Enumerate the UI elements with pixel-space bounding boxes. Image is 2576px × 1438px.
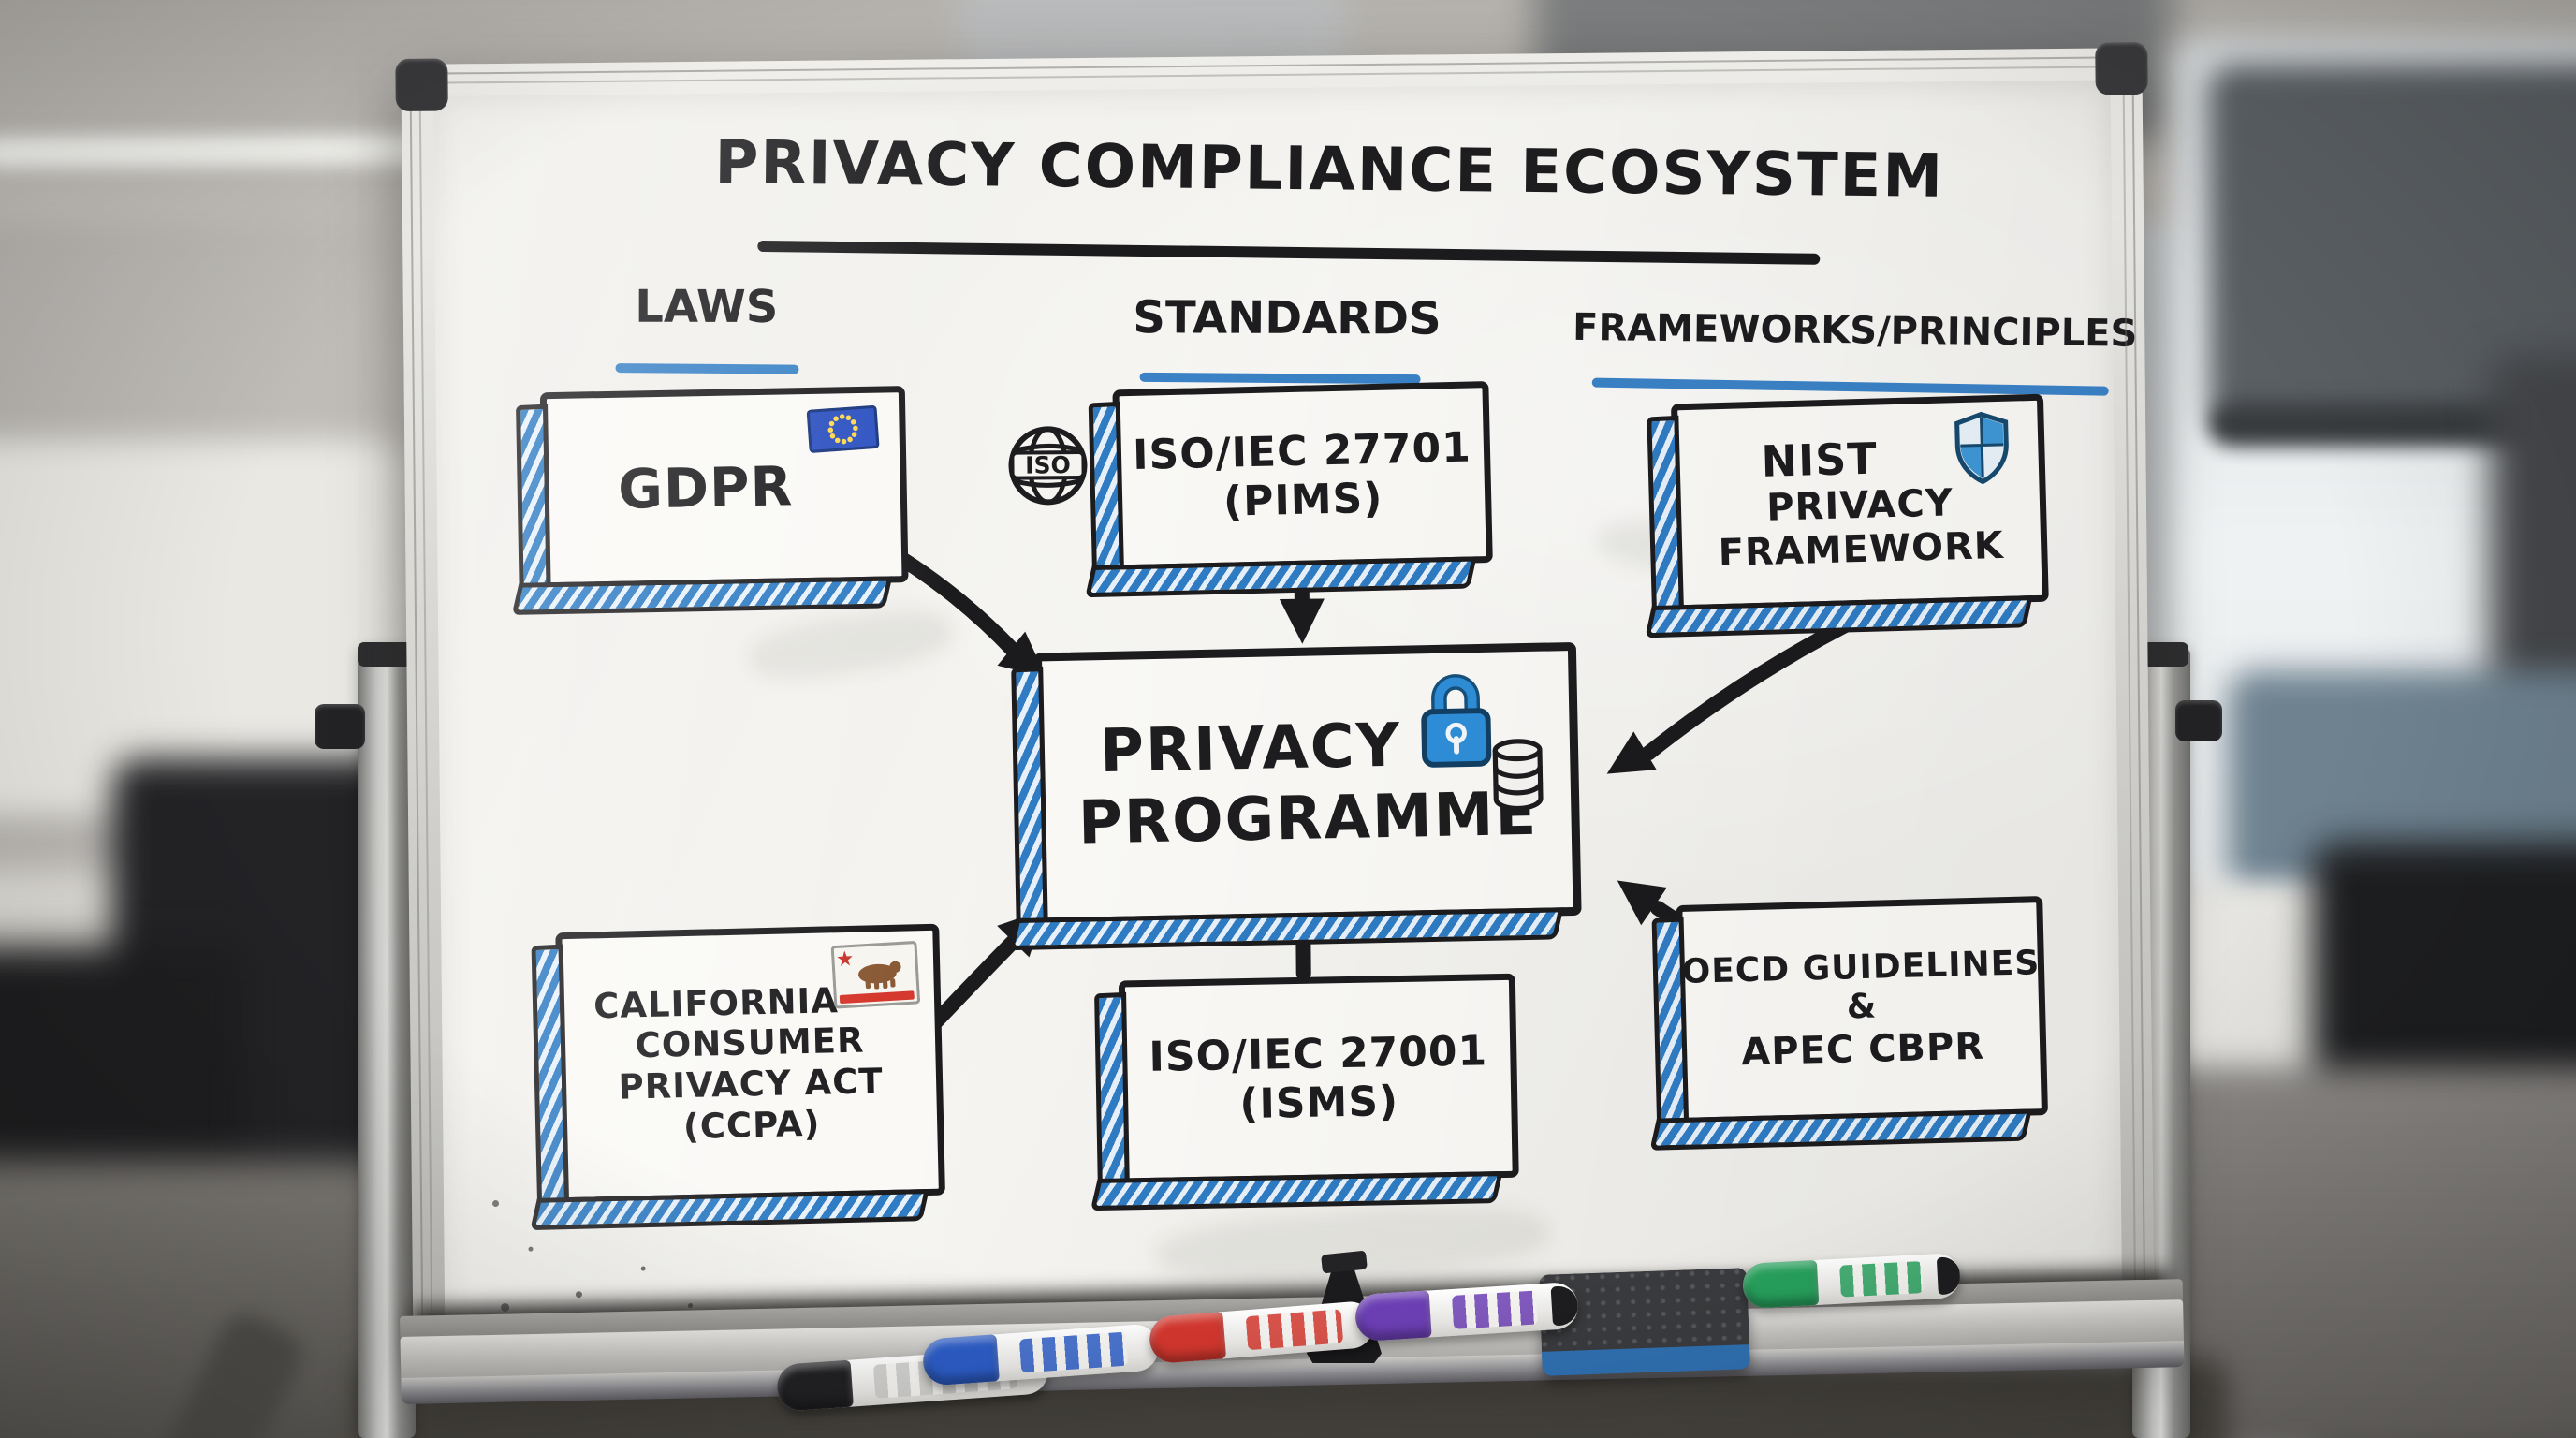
column-header-laws: LAWS <box>635 280 779 333</box>
hinge-knob-right <box>2175 700 2222 741</box>
board-sheen <box>432 80 2123 1339</box>
title-underline <box>757 240 1821 265</box>
arrow-gdpr-to-centre <box>891 549 1046 678</box>
oecd-label: OECD GUIDELINES <box>1681 944 2041 991</box>
arrow-iso27001-to-centre <box>1281 890 1326 981</box>
diagram-title: PRIVACY COMPLIANCE ECOSYSTEM <box>714 127 1945 212</box>
whiteboard-surface: PRIVACY COMPLIANCE ECOSYSTEM LAWS STANDA… <box>432 80 2138 1339</box>
ccpa-label: (CCPA) <box>682 1103 821 1147</box>
column-header-frameworks: FRAMEWORKS/PRINCIPLES <box>1572 305 2138 356</box>
standards-underline <box>1139 372 1421 385</box>
oecd-label: & <box>1846 988 1878 1027</box>
node-privacy-programme: PRIVACY PROGRAMME <box>1032 641 1582 927</box>
oecd-label: APEC CBPR <box>1740 1024 1985 1075</box>
iso27701-label: ISO/IEC 27701 <box>1132 423 1472 480</box>
laws-underline <box>615 363 799 374</box>
node-ccpa: CALIFORNIA CONSUMER PRIVACY ACT (CCPA) <box>555 923 945 1205</box>
iso27001-label: ISO/IEC 27001 <box>1149 1027 1488 1082</box>
eu-flag-icon <box>806 404 880 453</box>
arrow-nist-to-centre <box>1606 609 1870 774</box>
eraser-smudge <box>744 601 957 688</box>
marker-label <box>1451 1290 1538 1329</box>
marker-cap <box>775 1359 854 1413</box>
ccpa-label: CONSUMER <box>635 1020 865 1066</box>
frame-corner-cap <box>2095 42 2148 95</box>
marker-cap <box>1148 1312 1227 1365</box>
nist-label: FRAMEWORK <box>1718 524 2005 576</box>
ccpa-label: CALIFORNIA <box>593 979 840 1027</box>
node-gdpr: GDPR <box>539 386 909 590</box>
nist-label: PRIVACY <box>1765 481 1954 530</box>
marker-label <box>1018 1331 1129 1373</box>
arrow-ccpa-to-centre <box>897 909 1046 1063</box>
whiteboard: PRIVACY COMPLIANCE ECOSYSTEM LAWS STANDA… <box>395 42 2160 1376</box>
ccpa-label: PRIVACY ACT <box>618 1061 885 1108</box>
node-iso27701: ISO/IEC 27701 (PIMS) <box>1112 381 1493 572</box>
hinge-knob-left <box>315 704 365 749</box>
iso-badge-text: ISO <box>1025 451 1071 478</box>
gdpr-label: GDPR <box>617 454 794 521</box>
frame-corner-cap <box>395 58 448 112</box>
node-nist: NIST PRIVACY FRAMEWORK <box>1670 393 2049 612</box>
shield-icon <box>1954 411 2009 485</box>
nist-label: NIST <box>1760 433 1879 487</box>
california-flag-icon <box>830 941 921 1009</box>
diagram-arrows <box>891 549 1870 1063</box>
background-whiteboard <box>0 440 402 814</box>
marker-label <box>1839 1261 1924 1298</box>
column-header-standards: STANDARDS <box>1133 291 1442 345</box>
database-icon <box>1492 739 1544 812</box>
arrow-oecd-to-centre <box>1617 880 1818 1021</box>
eraser-smudge <box>1596 517 1788 579</box>
frameworks-underline <box>1591 377 2109 396</box>
marker-label <box>1245 1309 1344 1351</box>
stand-post-left <box>358 648 416 1438</box>
marker-cap <box>1741 1259 1820 1310</box>
marker-cap <box>921 1334 1000 1387</box>
node-iso27001: ISO/IEC 27001 (ISMS) <box>1118 973 1519 1185</box>
padlock-icon <box>1421 674 1492 768</box>
privacy-programme-label: PRIVACY <box>1099 712 1402 787</box>
arrow-iso27701-to-centre <box>1279 553 1325 644</box>
privacy-programme-label: PROGRAMME <box>1077 779 1539 858</box>
node-oecd-apec: OECD GUIDELINES & APEC CBPR <box>1676 896 2049 1124</box>
iso27701-label: (PIMS) <box>1222 474 1383 526</box>
iso27001-label: (ISMS) <box>1238 1078 1399 1129</box>
iso-globe-icon: ISO <box>1008 426 1088 506</box>
marker-cap <box>1354 1290 1432 1343</box>
